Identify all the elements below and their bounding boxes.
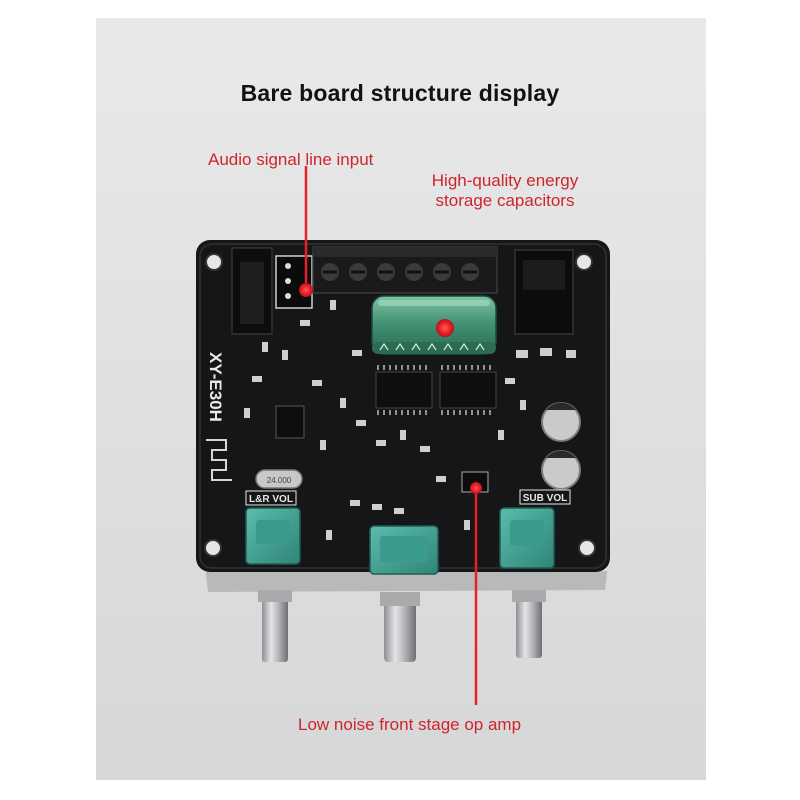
sub-vol-label: SUB VOL — [523, 493, 567, 504]
capacitors-callout-line1: High-quality energy — [431, 171, 579, 190]
capacitors-callout-line2: storage capacitors — [435, 191, 575, 210]
board-model-marking: XY-E30H — [206, 352, 225, 422]
op-amp-callout: Low noise front stage op amp — [298, 715, 522, 734]
amplifier-ics — [275, 365, 497, 439]
capacitors-callout: High-quality energy storage capacitors — [410, 171, 600, 211]
potentiometer-right — [499, 507, 555, 569]
speaker-terminal-block — [312, 246, 498, 294]
lr-vol-label: L&R VOL — [249, 494, 293, 505]
sub-vol-silkscreen: SUB VOL — [519, 489, 571, 505]
smd-capacitors — [541, 402, 581, 490]
potentiometer-left — [245, 507, 301, 565]
crystal-oscillator: 24.000 — [255, 469, 303, 489]
knob-shafts — [258, 590, 546, 662]
audio-input-callout: Audio signal line input — [208, 150, 374, 169]
bluetooth-antenna-trace — [206, 439, 232, 481]
mounting-holes — [204, 253, 596, 557]
dc-power-jack — [514, 249, 574, 335]
page-title: Bare board structure display — [240, 80, 560, 106]
callout-markers — [299, 166, 482, 705]
energy-storage-capacitor — [371, 295, 497, 355]
crystal-marking: 24.000 — [267, 476, 292, 485]
smd-components — [244, 300, 576, 540]
lr-vol-silkscreen: L&R VOL — [245, 490, 297, 506]
potentiometer-center — [369, 525, 439, 575]
